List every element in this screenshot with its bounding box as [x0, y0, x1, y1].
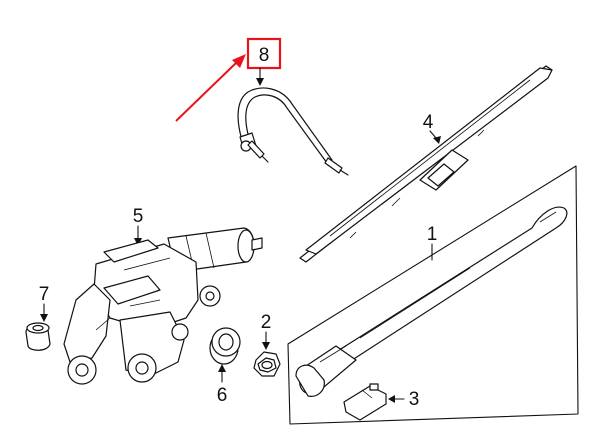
- grommet-part: [209, 327, 241, 365]
- callout-8-label: 8: [259, 45, 270, 66]
- washer-hose-part: [237, 87, 349, 176]
- callout-7-leader: [40, 303, 48, 322]
- callout-5-label: 5: [133, 206, 144, 227]
- callout-2-label: 2: [261, 312, 272, 333]
- wiper-blade-part: [299, 65, 553, 263]
- arm-cap-part: [343, 383, 387, 421]
- highlight-arrow: [175, 54, 246, 122]
- callout-7-label: 7: [39, 284, 50, 305]
- callout-2-leader: [262, 331, 270, 350]
- callout-6-label: 6: [217, 385, 228, 406]
- callout-3-leader: [388, 395, 405, 403]
- callout-1-label: 1: [427, 224, 438, 245]
- nut-part: [253, 351, 281, 377]
- nut-cap-part: [25, 322, 51, 351]
- callout-6-leader: [218, 364, 226, 383]
- callout-4-label: 4: [423, 112, 434, 133]
- wiper-arm-assembly-box: [287, 165, 579, 425]
- callout-4-leader: [429, 130, 441, 144]
- callout-5-leader: [134, 225, 142, 246]
- callout-8-highlight-box: [246, 37, 282, 70]
- wiper-arm-part: [295, 206, 568, 397]
- callout-3-label: 3: [409, 389, 420, 410]
- wiper-motor-part: [63, 227, 263, 385]
- callout-8-leader: [256, 67, 264, 86]
